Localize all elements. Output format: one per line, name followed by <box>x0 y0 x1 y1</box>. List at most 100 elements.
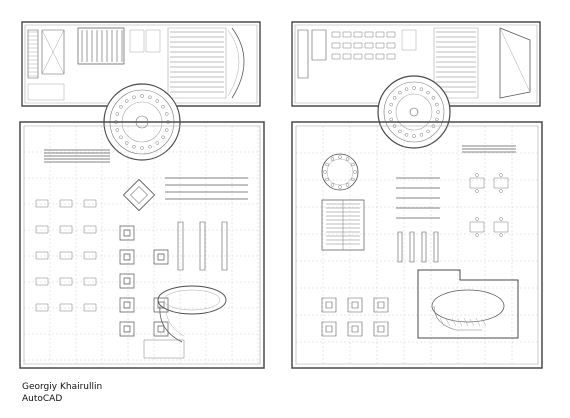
drawing-caption: Georgiy Khairullin AutoCAD <box>22 381 102 405</box>
stack-core <box>158 326 164 332</box>
stack-core <box>124 302 130 308</box>
desk <box>376 54 384 59</box>
seat <box>162 136 165 139</box>
seat <box>413 135 416 138</box>
desk <box>332 32 340 37</box>
stack-unit <box>120 274 134 288</box>
reading-table <box>84 278 96 285</box>
shelf <box>398 232 402 262</box>
chair <box>476 190 479 193</box>
desk <box>354 54 362 59</box>
reading-table <box>36 226 48 233</box>
small-table-top <box>378 326 384 332</box>
chair <box>500 190 503 193</box>
seat <box>132 96 135 99</box>
seat <box>326 178 329 181</box>
reading-table <box>36 278 48 285</box>
seat <box>393 96 396 99</box>
right-main-hall <box>292 122 542 368</box>
seat <box>156 142 159 145</box>
software-name: AutoCAD <box>22 394 63 404</box>
reading-table <box>84 304 96 311</box>
small-table <box>374 298 388 312</box>
small-table-top <box>326 326 332 332</box>
stack-core <box>158 254 164 260</box>
desk <box>387 54 395 59</box>
author-name: Georgiy Khairullin <box>22 382 103 392</box>
desk <box>343 32 351 37</box>
tier-line <box>452 318 456 326</box>
small-table <box>348 322 362 336</box>
seat <box>435 103 438 106</box>
seat <box>389 111 392 114</box>
tier-line <box>458 319 462 326</box>
seat <box>405 133 408 136</box>
reading-table <box>60 304 72 311</box>
group-table <box>494 222 508 232</box>
small-table-top <box>352 302 358 308</box>
small-table-top <box>352 326 358 332</box>
seat <box>390 118 393 121</box>
stack-core <box>124 230 130 236</box>
desk <box>365 32 373 37</box>
desk <box>365 54 373 59</box>
seat <box>331 158 334 161</box>
stack-core <box>158 302 164 308</box>
seat <box>437 111 440 114</box>
seat <box>165 129 168 132</box>
seat <box>435 118 438 121</box>
reading-table <box>84 252 96 259</box>
shelf <box>422 232 426 262</box>
seat <box>324 171 327 174</box>
small-table <box>374 322 388 336</box>
group-table <box>470 222 484 232</box>
seat <box>125 99 128 102</box>
seat <box>149 145 152 148</box>
seat <box>420 88 423 91</box>
desk <box>365 43 373 48</box>
desk <box>354 43 362 48</box>
seat <box>162 105 165 108</box>
chair <box>500 174 503 177</box>
seat <box>354 171 357 174</box>
tier-line <box>470 319 474 326</box>
seat <box>405 88 408 91</box>
seat <box>326 163 329 166</box>
seat <box>339 186 342 189</box>
stack-core <box>124 254 130 260</box>
stack-unit <box>120 322 134 336</box>
reading-table <box>60 278 72 285</box>
left-floor-plan <box>20 22 264 368</box>
stack-unit <box>120 226 134 240</box>
desk <box>332 54 340 59</box>
seat <box>125 142 128 145</box>
tier-line <box>482 319 486 326</box>
seat <box>339 156 342 159</box>
seat <box>116 129 119 132</box>
reading-table <box>84 226 96 233</box>
seat <box>413 87 416 90</box>
stack-core <box>124 278 130 284</box>
small-table-top <box>326 302 332 308</box>
seat <box>346 158 349 161</box>
desk <box>332 43 340 48</box>
stack-unit <box>120 298 134 312</box>
reading-table <box>36 304 48 311</box>
right-floor-plan <box>292 22 542 368</box>
seat <box>165 112 168 115</box>
tier-line <box>440 318 444 326</box>
chair <box>476 218 479 221</box>
seat <box>156 99 159 102</box>
seat <box>116 112 119 115</box>
stack-core <box>124 326 130 332</box>
stack-unit <box>120 250 134 264</box>
tier-line <box>446 319 450 326</box>
desk <box>376 32 384 37</box>
seat <box>432 96 435 99</box>
reading-table <box>36 200 48 207</box>
reading-table <box>36 252 48 259</box>
stack-unit <box>154 322 168 336</box>
small-table <box>348 298 362 312</box>
group-table <box>470 178 484 188</box>
